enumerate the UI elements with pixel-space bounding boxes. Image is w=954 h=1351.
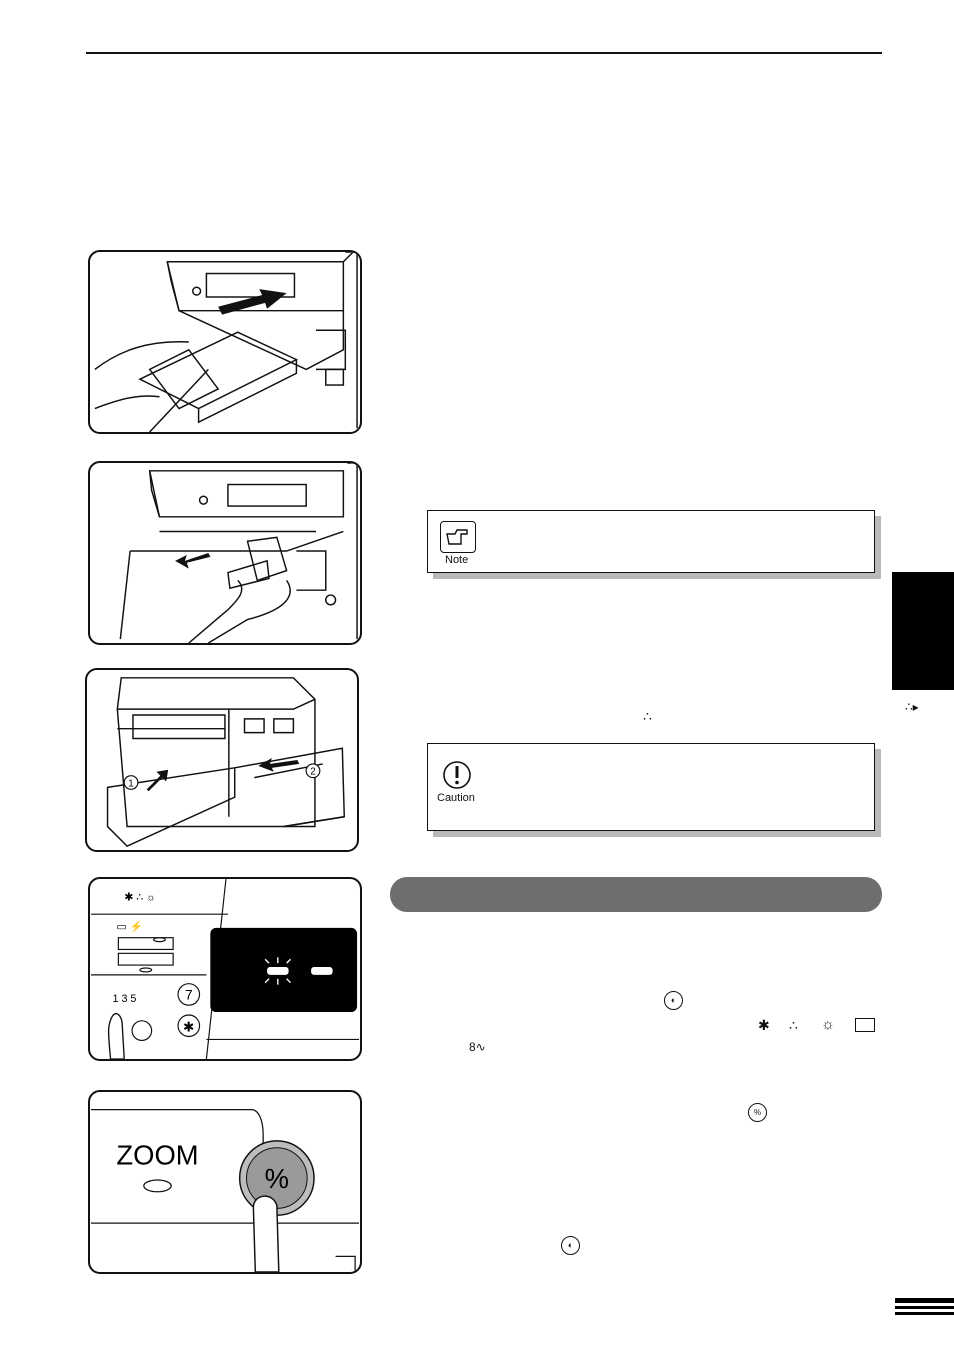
light-exposure-icon-2: ◐ [561,1236,580,1255]
caution-box: Caution [427,743,875,831]
chapter-tab [892,572,954,690]
svg-text:2: 2 [310,767,315,778]
illustration-zoom-key: ZOOM % [88,1090,362,1274]
pull-tape-drawing [119,463,358,643]
illustration-close-covers: 1 2 [85,668,359,852]
illustration-insert-cartridge [88,250,362,434]
percent-key-icon: % [748,1103,767,1122]
caution-label: Caution [437,792,475,804]
paper-icon [855,1018,875,1032]
illustration-pull-tape [88,461,362,645]
svg-text:▭ ⚡: ▭ ⚡ [116,920,143,933]
pointing-hand-icon [440,521,476,553]
insert-cartridge-drawing [94,252,358,432]
zoom-label: ZOOM [116,1139,198,1170]
sun-icon: ☼ [821,1016,835,1033]
toner-icon: ∴ [643,708,652,724]
close-covers-drawing: 1 2 [106,677,346,847]
percent-key-label: % [265,1163,289,1194]
person-icon: ✱ [758,1017,770,1033]
toner-icon-side: ∴▸ [905,700,919,714]
header-rule [86,52,882,54]
density-numbers: 1 3 5 [113,993,137,1005]
key-star: ✱ [183,1020,194,1035]
svg-text:1: 1 [128,778,133,789]
section-heading-bar [390,877,882,912]
svg-text:✱ ∴ ☼: ✱ ∴ ☼ [124,892,156,904]
note-label: Note [445,554,469,566]
key-seven: 7 [185,987,193,1002]
zoom-key-drawing: ZOOM % [90,1108,360,1272]
note-box: Note [427,510,875,573]
light-exposure-icon: ◐ [664,991,683,1010]
exclamation-icon [442,760,472,790]
illustration-control-panel: ✱ ∴ ☼ ▭ ⚡ 1 3 5 7 ✱ [88,877,362,1061]
toner-icon-2: ∴ [789,1017,798,1033]
control-panel-drawing: ✱ ∴ ☼ ▭ ⚡ 1 3 5 7 ✱ [90,879,360,1059]
misfeed-icon: 8∿ [469,1040,486,1054]
